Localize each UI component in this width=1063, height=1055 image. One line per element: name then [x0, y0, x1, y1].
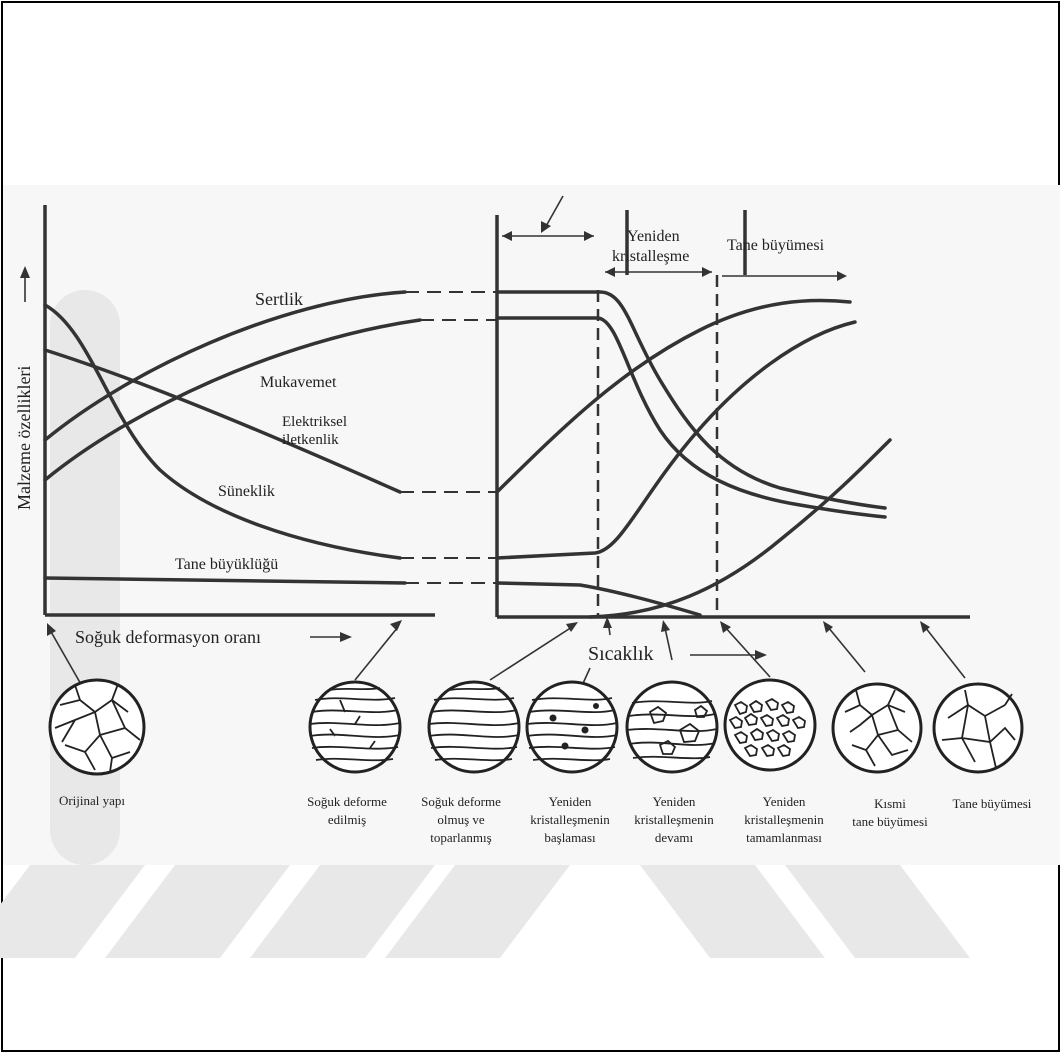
caption-rx-complete-3: tamamlanması [746, 830, 822, 845]
caption-cold-deformed-1: Soğuk deforme [307, 794, 387, 809]
micrograph-recrystallization-continue [625, 680, 719, 774]
micrograph-partial-grain-growth [831, 682, 923, 774]
caption-partial-growth-1: Kısmi [874, 796, 906, 811]
caption-rx-start-1: Yeniden [549, 794, 592, 809]
micrograph-captions: Orijinal yapı Soğuk deforme edilmiş Soğu… [59, 793, 1032, 845]
label-iletkenlik: iletkenlik [282, 432, 339, 448]
label-kristallesme: kristalleşme [612, 248, 689, 265]
label-suneklik: Süneklik [218, 483, 275, 500]
micrograph-cold-deformed [308, 680, 402, 774]
caption-rx-continue-1: Yeniden [653, 794, 696, 809]
caption-recovered-2: olmuş ve [437, 812, 485, 827]
curve-sertlik [43, 290, 407, 442]
caption-cold-deformed-2: edilmiş [328, 812, 366, 827]
chart-labels: Malzeme özellikleri Sertlik Mukavemet El… [14, 228, 825, 665]
caption-partial-growth-2: tane büyümesi [852, 814, 928, 829]
curve-tane-buyuklugu [43, 576, 407, 585]
label-yeniden: Yeniden [627, 228, 680, 245]
micrograph-grain-growth [932, 682, 1024, 774]
micrograph-recrystallization-complete [723, 678, 817, 772]
label-tane-buyumesi-region: Tane büyümesi [727, 237, 825, 254]
caption-rx-complete-1: Yeniden [763, 794, 806, 809]
label-elektriksel: Elektriksel [282, 414, 347, 430]
caption-recovered-1: Soğuk deforme [421, 794, 501, 809]
y-axis-label: Malzeme özellikleri [14, 366, 34, 510]
curves [43, 290, 892, 619]
label-mukavemet: Mukavemet [260, 374, 337, 391]
axes [43, 205, 970, 619]
micrograph-original [48, 678, 146, 776]
caption-rx-continue-2: kristalleşmenin [634, 812, 714, 827]
label-tane-buyuklugu: Tane büyüklüğü [175, 556, 278, 573]
region-arrows [502, 195, 847, 281]
x-axis-label-right: Sıcaklık [588, 643, 654, 665]
curve-suneklik [43, 303, 402, 560]
curve-elektriksel-iletkenlik [43, 348, 402, 494]
curve-mukavemet [43, 318, 422, 482]
caption-recovered-3: toparlanmış [430, 830, 491, 845]
label-sertlik: Sertlik [255, 289, 303, 309]
caption-rx-continue-3: devamı [655, 830, 694, 845]
micrograph-recrystallization-start [525, 680, 619, 774]
caption-rx-start-2: kristalleşmenin [530, 812, 610, 827]
caption-grain-growth: Tane büyümesi [953, 796, 1032, 811]
micrograph-recovered [427, 680, 521, 774]
x-axis-label-left: Soğuk deformasyon oranı [75, 627, 261, 647]
caption-rx-complete-2: kristalleşmenin [744, 812, 824, 827]
caption-rx-start-3: başlaması [544, 830, 596, 845]
caption-original: Orijinal yapı [59, 793, 125, 808]
